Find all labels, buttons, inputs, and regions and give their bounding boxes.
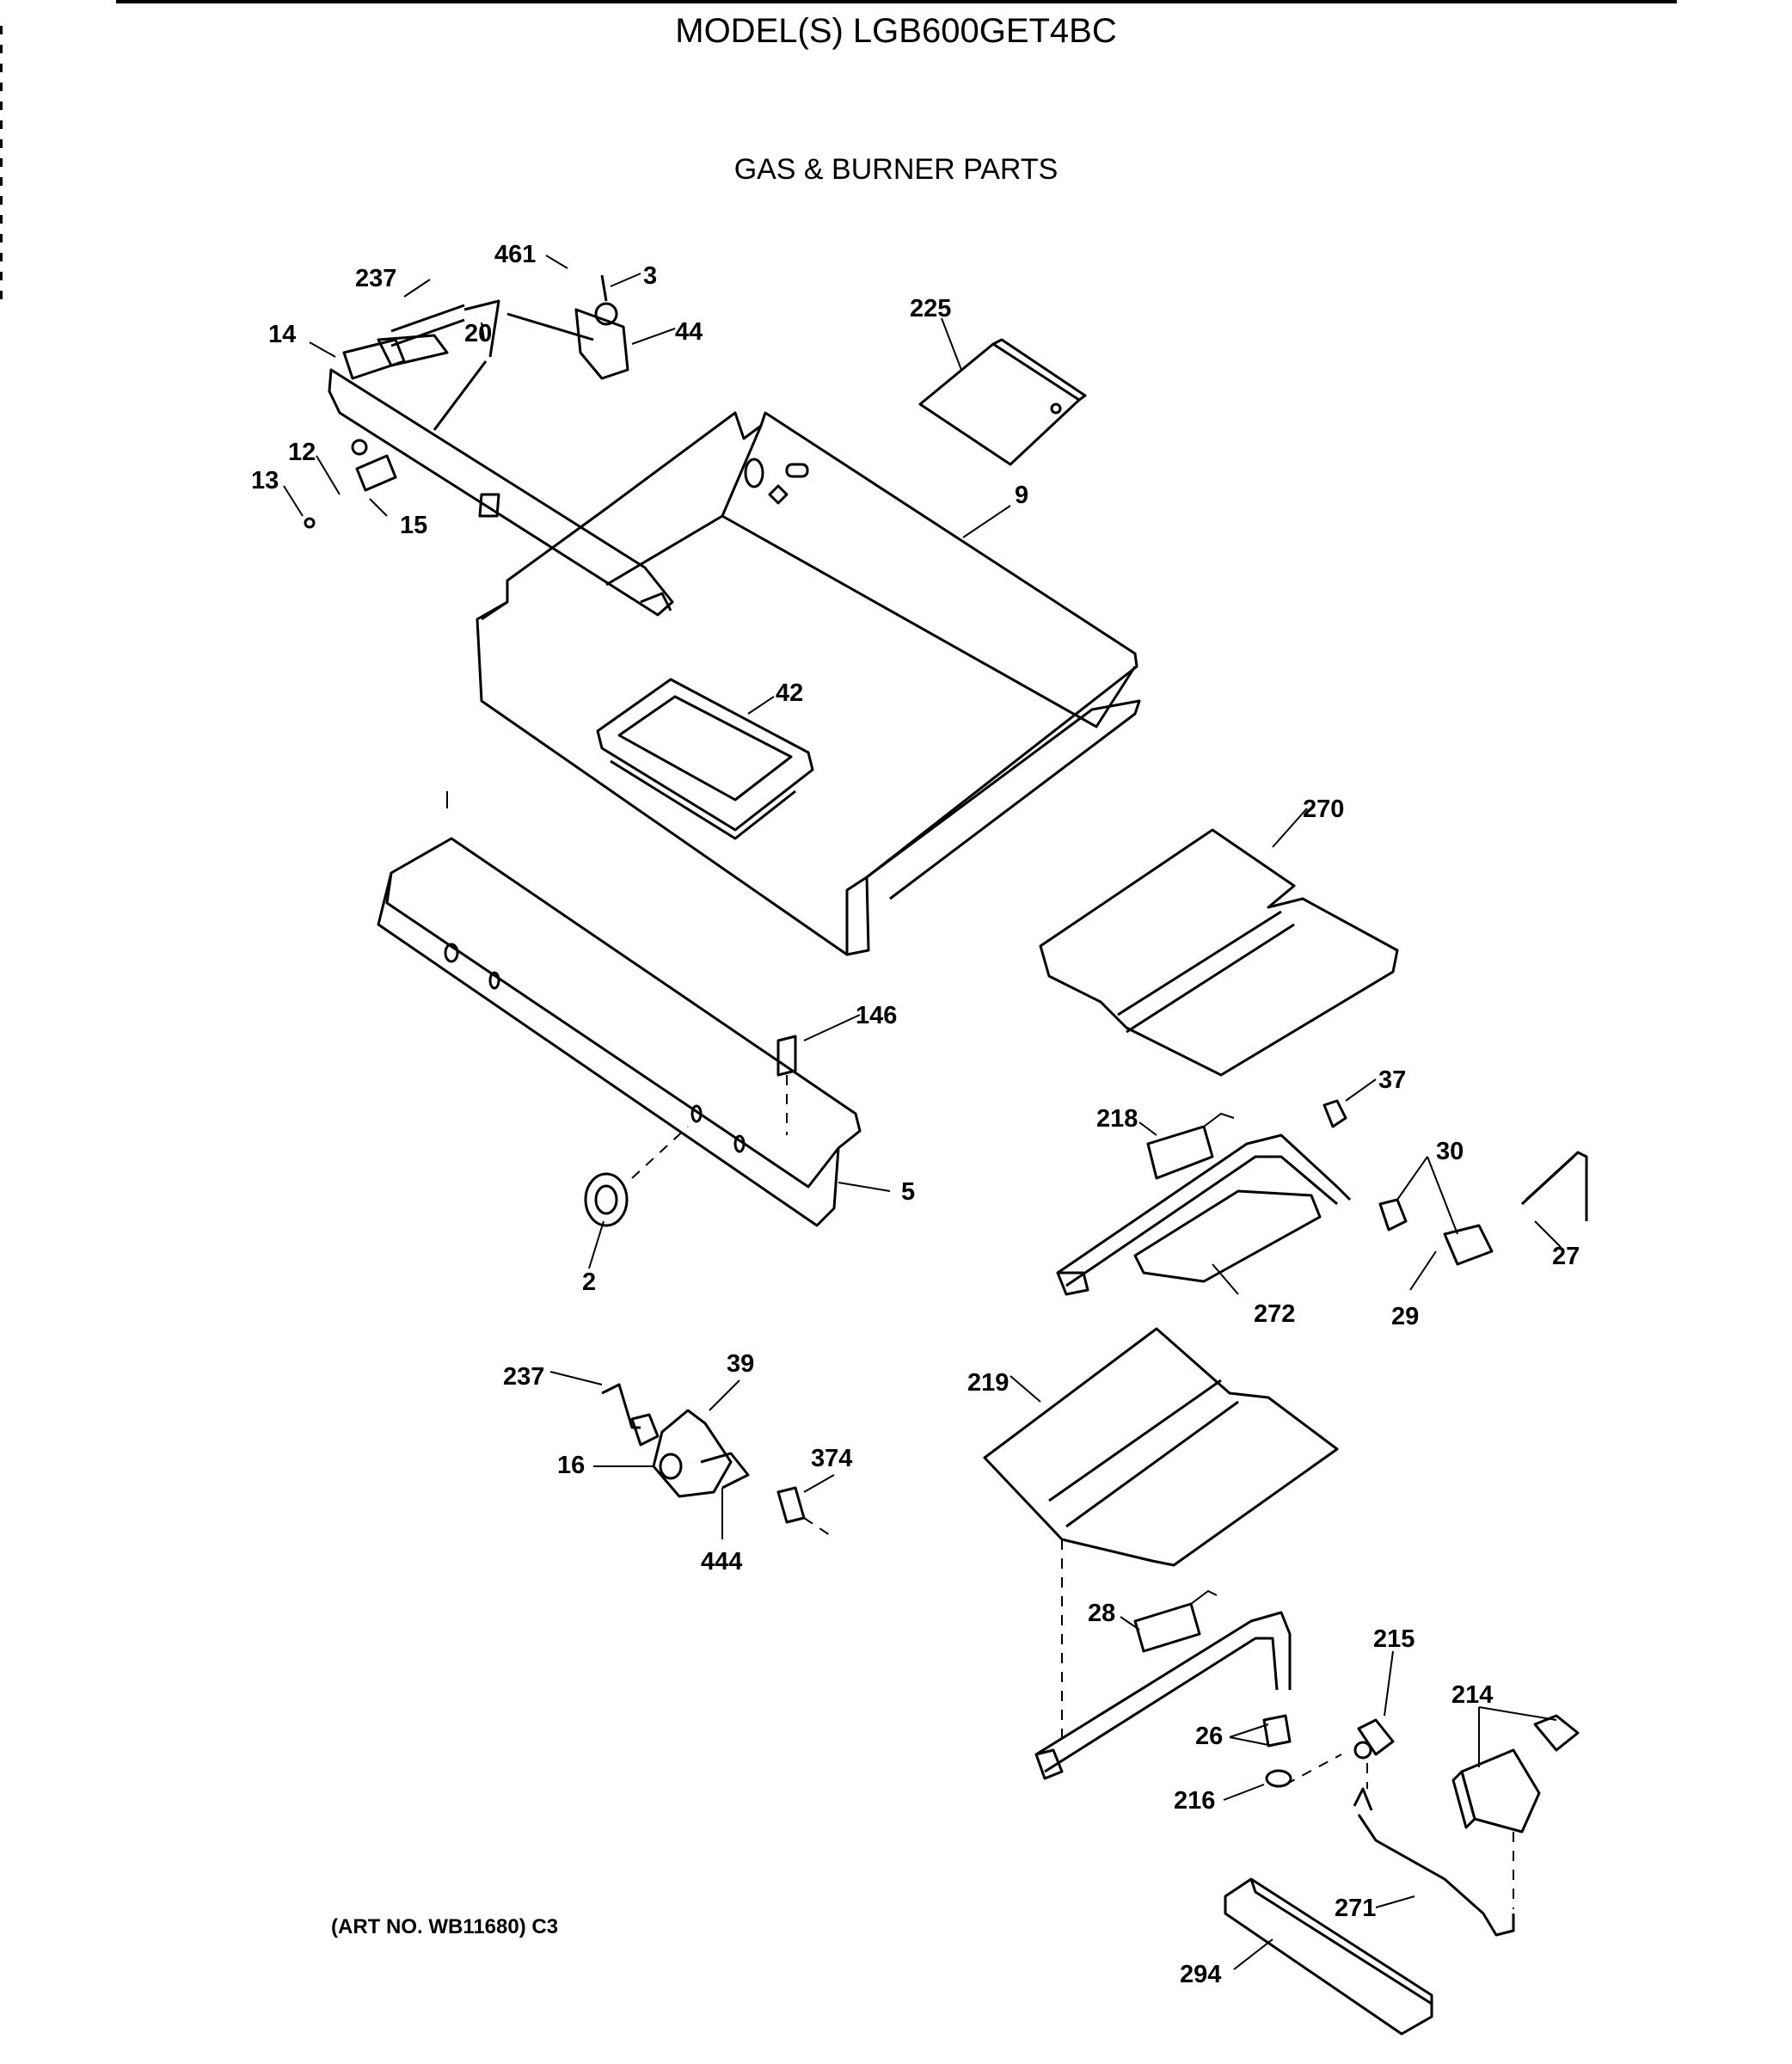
art-number: (ART NO. WB11680) C3 bbox=[331, 1915, 559, 1938]
callout-225: 225 bbox=[910, 295, 951, 322]
part-225-bracket bbox=[918, 338, 1087, 466]
callout-37: 37 bbox=[1378, 1066, 1406, 1094]
callout-216: 216 bbox=[1174, 1787, 1215, 1815]
callout-44: 44 bbox=[675, 318, 703, 346]
callout-444: 444 bbox=[701, 1548, 742, 1576]
callout-29: 29 bbox=[1391, 1303, 1419, 1330]
callout-15: 15 bbox=[400, 512, 427, 539]
callout-218: 218 bbox=[1096, 1105, 1138, 1133]
section-title: GAS & BURNER PARTS bbox=[733, 153, 1059, 186]
callout-272: 272 bbox=[1254, 1300, 1295, 1328]
callout-461: 461 bbox=[494, 241, 536, 268]
callout-270: 270 bbox=[1303, 796, 1344, 823]
callout-16: 16 bbox=[557, 1452, 585, 1479]
part-219-shield bbox=[983, 1327, 1339, 1737]
callout-27: 27 bbox=[1552, 1243, 1580, 1270]
callout-9: 9 bbox=[1015, 482, 1028, 509]
callout-215: 215 bbox=[1373, 1625, 1415, 1653]
callout-39: 39 bbox=[727, 1350, 754, 1378]
callout-30: 30 bbox=[1436, 1138, 1464, 1165]
callout-labels: 461 237 3 14 20 44 225 12 13 15 9 42 270… bbox=[251, 241, 1580, 1988]
callout-5: 5 bbox=[901, 1178, 915, 1206]
binding-mark bbox=[0, 26, 3, 310]
callout-219: 219 bbox=[967, 1369, 1009, 1397]
part-5-manifold-panel bbox=[377, 791, 862, 1227]
callout-14: 14 bbox=[268, 321, 296, 348]
callout-146: 146 bbox=[856, 1002, 897, 1029]
callout-13: 13 bbox=[251, 467, 279, 494]
callout-leaders bbox=[283, 255, 1562, 1970]
manifold-assembly bbox=[304, 274, 674, 617]
callout-3: 3 bbox=[643, 262, 657, 290]
callout-2: 2 bbox=[582, 1268, 596, 1296]
callout-271: 271 bbox=[1335, 1895, 1376, 1922]
callout-26: 26 bbox=[1195, 1723, 1223, 1750]
oven-burner-assembly bbox=[1056, 1099, 1588, 1296]
model-title: MODEL(S) LGB600GET4BC bbox=[675, 12, 1117, 50]
callout-28: 28 bbox=[1088, 1600, 1115, 1627]
callout-374: 374 bbox=[811, 1445, 852, 1472]
part-9-burner-box bbox=[476, 411, 1141, 956]
callout-294: 294 bbox=[1180, 1961, 1221, 1988]
callout-237-lower: 237 bbox=[503, 1363, 544, 1391]
callout-237: 237 bbox=[355, 265, 396, 292]
top-rule bbox=[116, 0, 1677, 3]
callout-42: 42 bbox=[776, 679, 803, 707]
callout-20: 20 bbox=[464, 320, 492, 347]
broil-burner-assembly bbox=[1034, 1589, 1292, 1788]
ignition-assembly bbox=[1224, 1714, 1580, 2036]
callout-214: 214 bbox=[1451, 1681, 1493, 1709]
callout-12: 12 bbox=[288, 439, 316, 466]
part-270-heat-shield bbox=[1039, 828, 1399, 1077]
regulator-assembly bbox=[601, 1383, 831, 1536]
